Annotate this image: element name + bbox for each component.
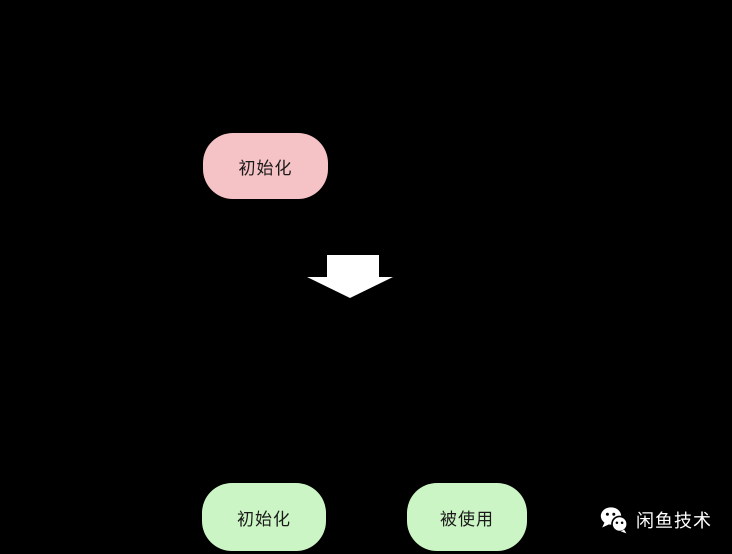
node-bottom-init-label: 初始化	[237, 509, 291, 529]
wechat-icon	[600, 507, 628, 534]
watermark: 闲鱼技术	[600, 505, 712, 535]
down-arrow-shape	[307, 255, 393, 298]
watermark-label: 闲鱼技术	[636, 511, 712, 531]
node-top-init-label: 初始化	[238, 158, 293, 178]
down-arrow-icon	[307, 255, 393, 298]
node-bottom-init: 初始化	[202, 483, 326, 551]
node-top-init: 初始化	[203, 133, 328, 199]
node-bottom-used-label: 被使用	[440, 509, 494, 529]
node-bottom-used: 被使用	[407, 483, 527, 551]
